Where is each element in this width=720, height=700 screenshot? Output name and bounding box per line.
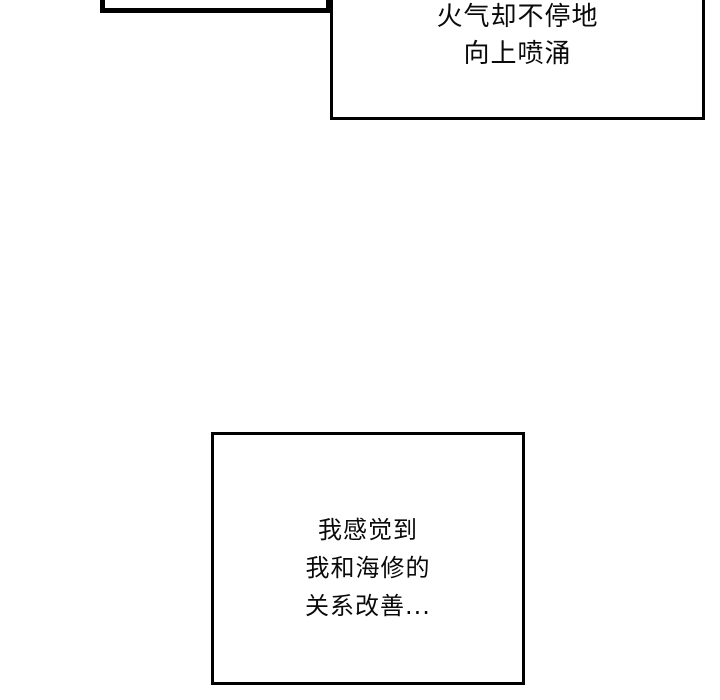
caption-line: 我和海修的 [305, 554, 431, 582]
caption-line: 我感觉到 [318, 516, 418, 544]
caption-line: 火气却不停地 [436, 2, 599, 32]
panel-border-partial [100, 0, 331, 13]
narration-text-bottom: 我感觉到 我和海修的 关系改善... [214, 511, 522, 625]
narration-text-top: 火气却不停地 向上喷涌 [333, 0, 702, 73]
narration-box-bottom: 我感觉到 我和海修的 关系改善... [211, 432, 525, 685]
caption-line: 向上喷涌 [463, 39, 572, 69]
caption-line: 关系改善... [305, 592, 431, 620]
narration-box-top: 火气却不停地 向上喷涌 [330, 0, 705, 120]
